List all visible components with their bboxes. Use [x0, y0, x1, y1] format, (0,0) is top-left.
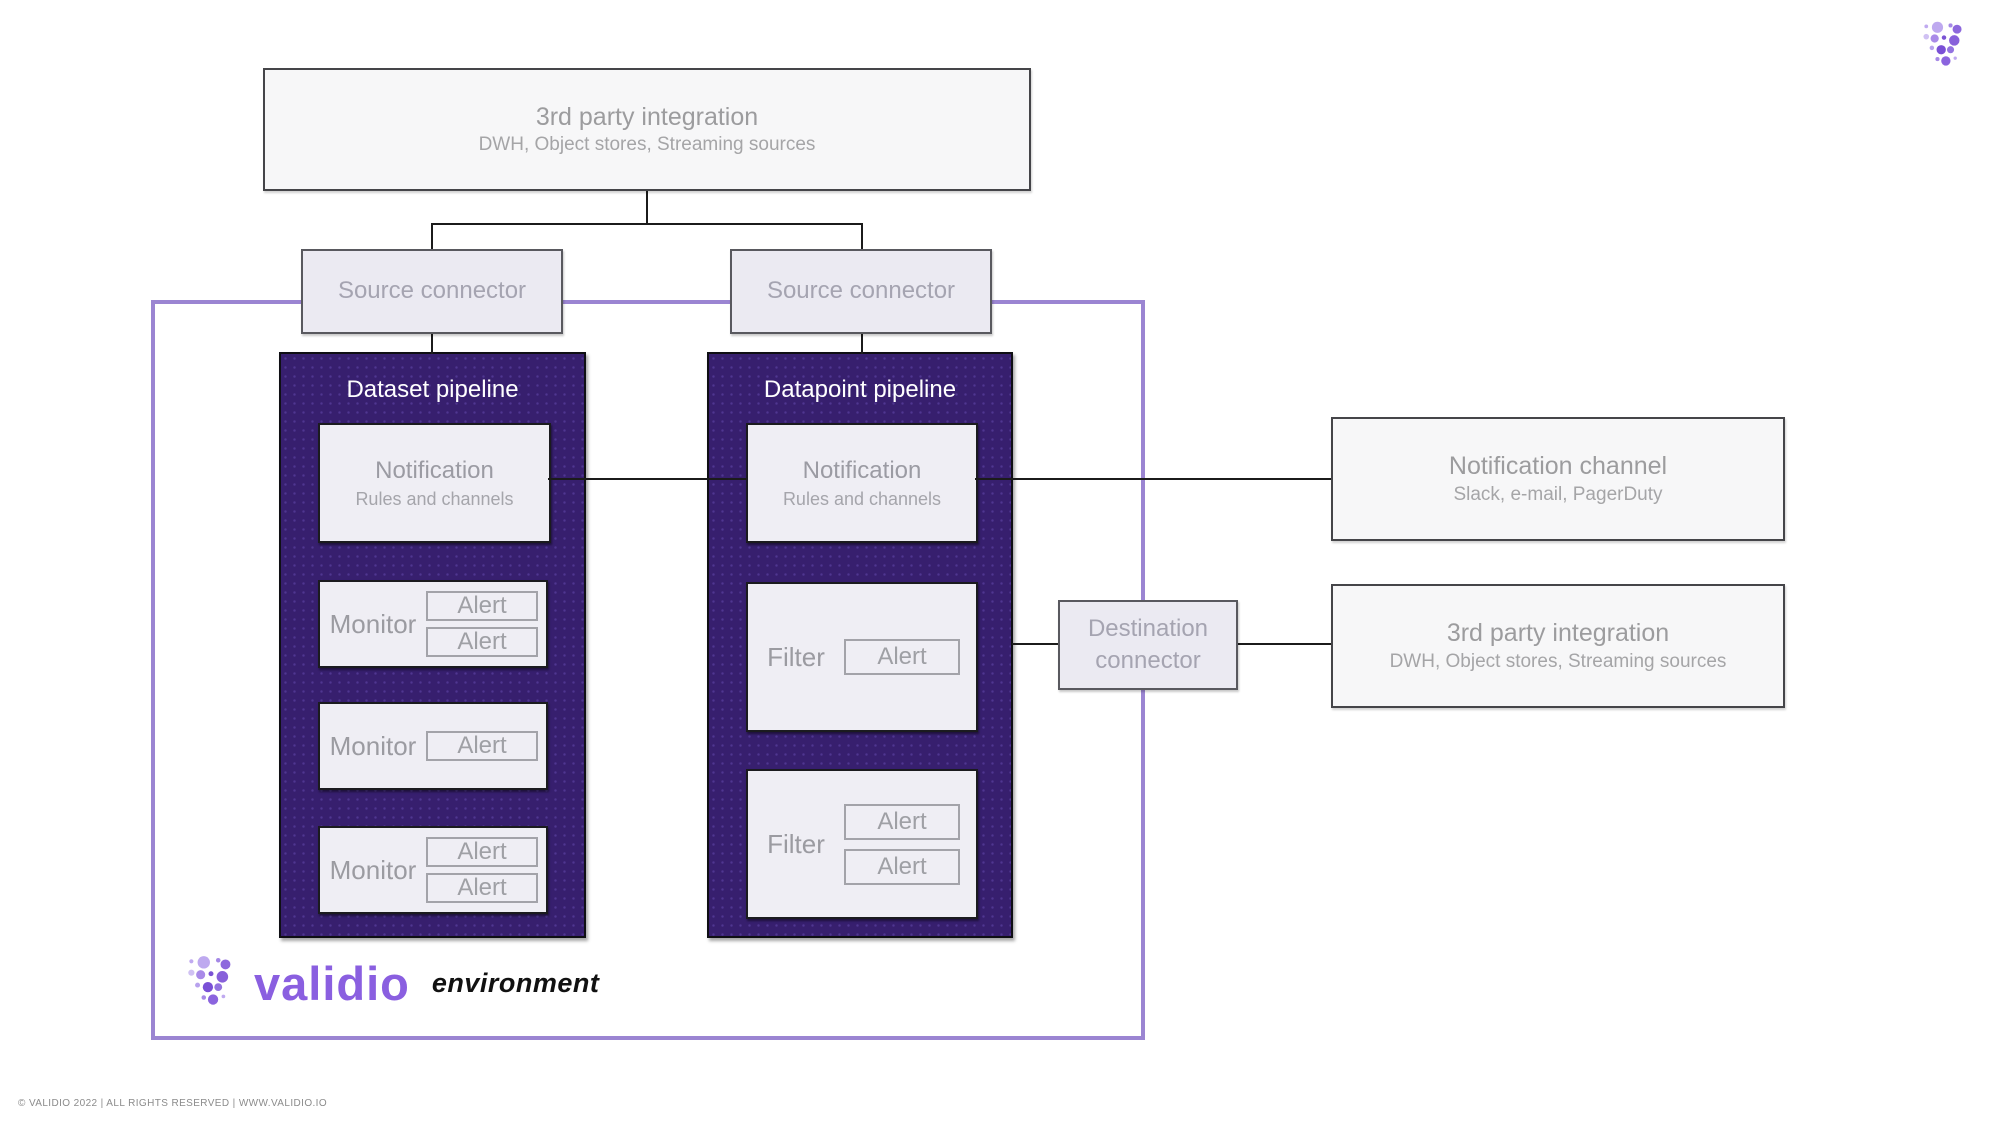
filter-box: Filter Alert Alert	[746, 769, 978, 919]
notification-subtitle: Rules and channels	[782, 489, 942, 510]
validio-logomark-icon	[1923, 21, 1962, 66]
third-party-integration-source-box: 3rd party integration DWH, Object stores…	[263, 68, 1031, 191]
alert-chip: Alert	[426, 873, 538, 903]
source-connector-box: Source connector	[730, 249, 992, 334]
alert-chip: Alert	[426, 627, 538, 657]
alert-stack: Alert Alert	[844, 771, 960, 917]
box-subtitle: Slack, e-mail, PagerDuty	[1453, 483, 1663, 505]
dataset-pipeline-title: Dataset pipeline	[346, 376, 519, 403]
alert-chip: Alert	[844, 803, 960, 840]
monitor-box: Monitor Alert Alert	[318, 580, 548, 668]
alert-chip: Alert	[426, 837, 538, 867]
alert-stack: Alert	[844, 584, 960, 730]
filter-label: Filter	[767, 828, 825, 859]
box-subtitle: DWH, Object stores, Streaming sources	[1389, 650, 1727, 672]
box-title: 3rd party integration	[535, 102, 759, 131]
connector-line	[861, 223, 863, 251]
alert-stack: Alert Alert	[426, 582, 538, 666]
notification-subtitle: Rules and channels	[355, 489, 514, 510]
monitor-label: Monitor	[329, 730, 417, 761]
alert-stack: Alert Alert	[426, 828, 538, 912]
datapoint-notification-box: Notification Rules and channels	[746, 423, 978, 543]
filter-box: Filter Alert	[746, 582, 978, 732]
validio-wordmark: validio	[254, 956, 410, 1010]
alert-stack: Alert	[426, 704, 538, 788]
connector-line	[646, 191, 648, 225]
source-connector-label: Source connector	[766, 277, 956, 305]
copyright-text: © VALIDIO 2022 | ALL RIGHTS RESERVED | W…	[18, 1098, 328, 1109]
third-party-integration-destination-box: 3rd party integration DWH, Object stores…	[1331, 584, 1785, 708]
destination-connector-label: Destination connector	[1087, 614, 1209, 674]
connector-line	[431, 223, 863, 225]
connector-line	[975, 478, 1332, 480]
connector-line	[431, 332, 433, 354]
box-title: 3rd party integration	[1446, 619, 1670, 648]
box-title: Notification channel	[1448, 452, 1668, 481]
datapoint-pipeline-title: Datapoint pipeline	[763, 376, 957, 403]
notification-channel-box: Notification channel Slack, e-mail, Page…	[1331, 417, 1785, 541]
notification-title: Notification	[802, 456, 922, 484]
validio-brand: validio environment	[180, 948, 599, 1018]
dataset-notification-box: Notification Rules and channels	[318, 423, 551, 543]
monitor-box: Monitor Alert	[318, 702, 548, 790]
monitor-label: Monitor	[329, 608, 417, 639]
connector-line	[431, 223, 433, 251]
alert-chip: Alert	[844, 848, 960, 885]
notification-title: Notification	[375, 456, 494, 484]
alert-chip: Alert	[426, 591, 538, 621]
validio-logo-icon	[188, 956, 231, 1005]
dataset-pipeline: Dataset pipeline Notification Rules and …	[279, 352, 586, 938]
datapoint-pipeline: Datapoint pipeline Notification Rules an…	[707, 352, 1013, 938]
box-subtitle: DWH, Object stores, Streaming sources	[478, 134, 816, 156]
alert-chip: Alert	[844, 639, 960, 675]
monitor-label: Monitor	[329, 854, 417, 885]
filter-label: Filter	[767, 641, 825, 672]
monitor-box: Monitor Alert Alert	[318, 826, 548, 914]
source-connector-box: Source connector	[301, 249, 563, 334]
connector-line	[548, 478, 746, 480]
alert-chip: Alert	[426, 731, 538, 761]
source-connector-label: Source connector	[337, 277, 527, 305]
connector-line	[861, 332, 863, 354]
connector-line	[1237, 643, 1332, 645]
environment-label: environment	[431, 967, 600, 998]
connector-line	[1012, 643, 1059, 645]
destination-connector-box: Destination connector	[1058, 600, 1238, 690]
